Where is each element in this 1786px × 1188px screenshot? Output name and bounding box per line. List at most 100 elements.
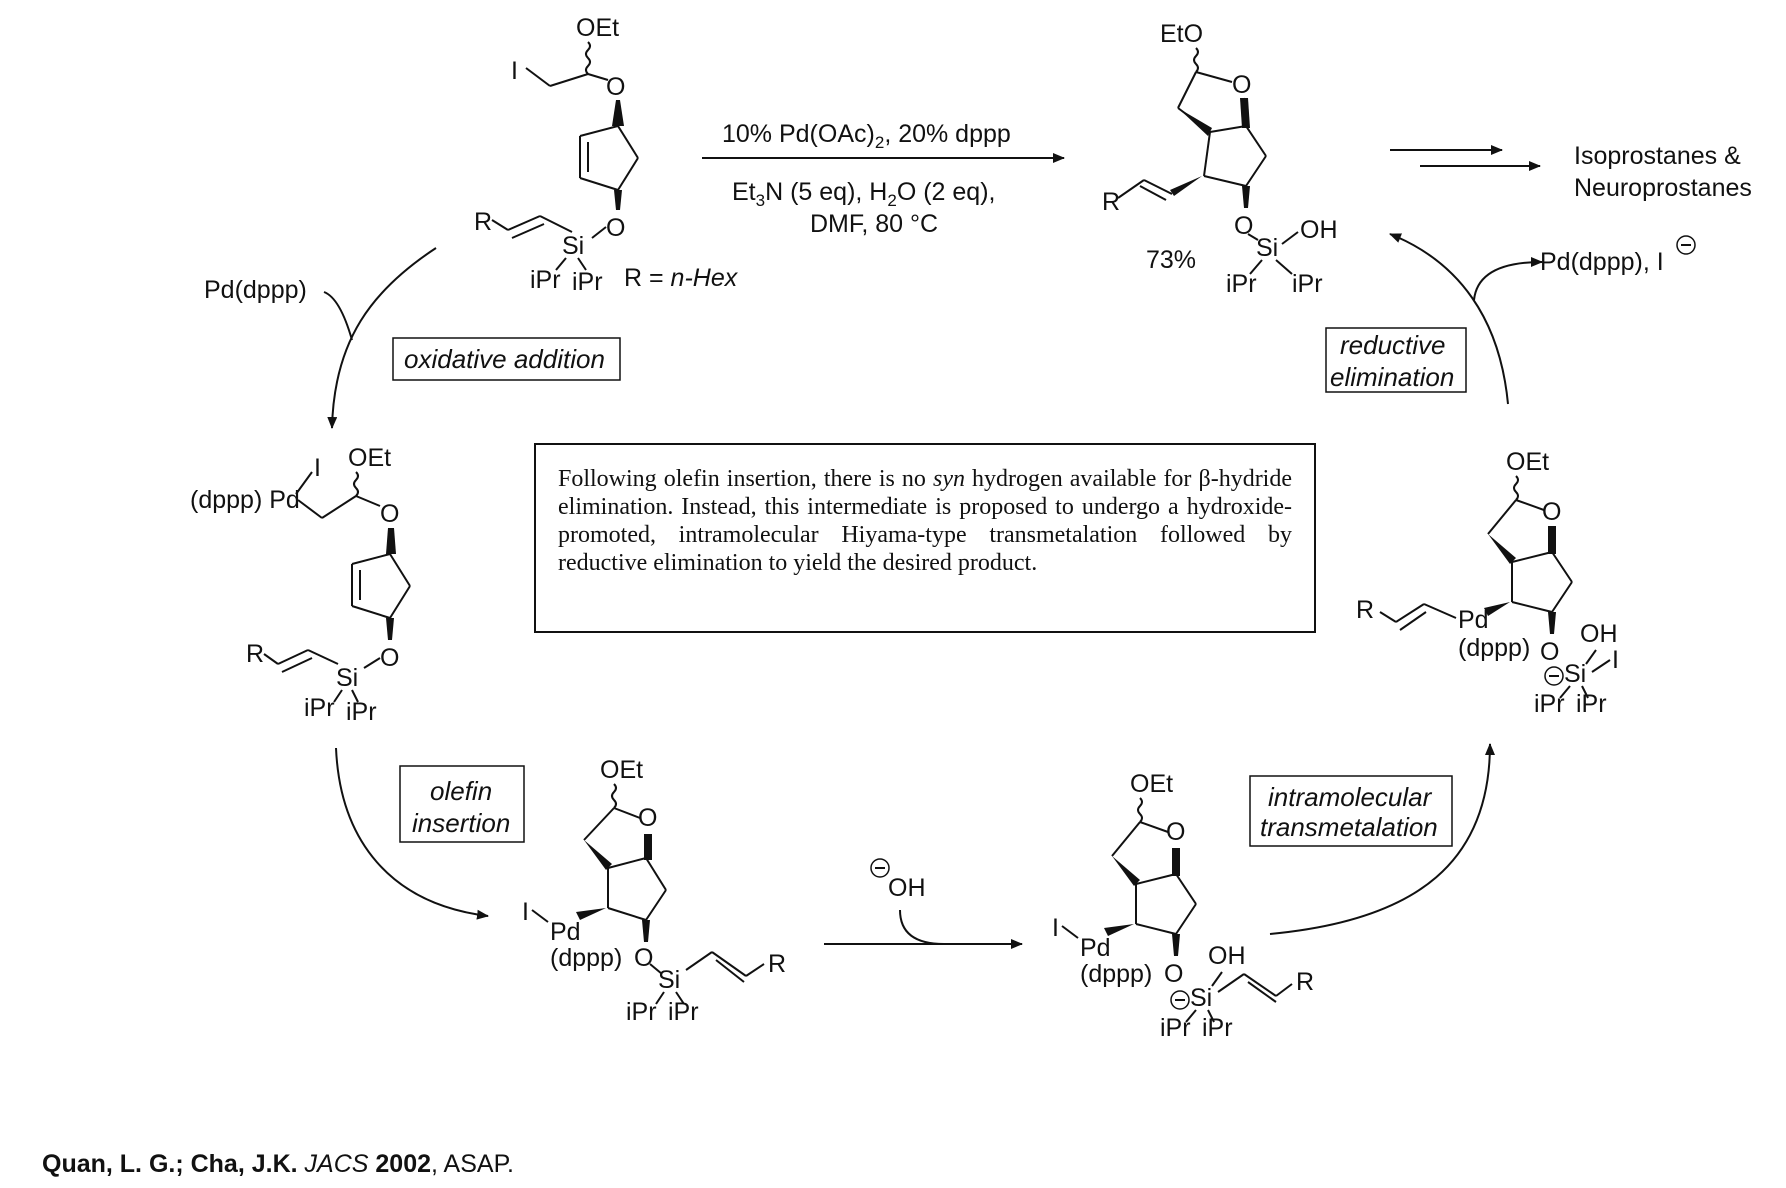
atom-oet: OEt (348, 444, 391, 472)
note-text-2: hydrogen available for β-hydride elimina… (558, 466, 1293, 576)
yield-label: 73% (1146, 246, 1196, 274)
atom-eto: EtO (1160, 20, 1203, 48)
note-text-1: Following olefin insertion, there is no (558, 466, 933, 492)
product: EtO O R O Si OH iPr iPr 73% (1102, 20, 1338, 298)
reagent-line-2a: Et (732, 178, 756, 206)
step-transmetalation: intramolecular transmetalation (1249, 775, 1453, 847)
atom-oxygen: O (1234, 212, 1253, 240)
atom-silicon: Si (1190, 984, 1212, 1012)
note-emphasis: syn (933, 466, 965, 492)
atom-ipr: iPr (346, 698, 377, 726)
atom-ipr: iPr (626, 998, 657, 1026)
atom-r-group: R (246, 640, 264, 668)
atom-iodine: I (1612, 646, 1619, 674)
intermediate-oxidative-adduct: OEt (dppp) Pd I O O Si R iPr iPr (190, 444, 411, 726)
mechanism-note: Following olefin insertion, there is no … (534, 443, 1316, 633)
atom-iodine: I (522, 898, 529, 926)
atom-silicon: Si (1256, 234, 1278, 262)
reagent-line-3: DMF, 80 °C (810, 210, 938, 238)
svg-text:reductive: reductive (1340, 330, 1446, 360)
atom-palladium: Pd (550, 918, 581, 946)
atom-ipr: iPr (1226, 270, 1257, 298)
atom-ipr: iPr (1576, 690, 1607, 718)
atom-dppp: (dppp) (1458, 634, 1530, 662)
citation-journal: JACS (304, 1150, 369, 1178)
atom-oxygen: O (634, 944, 653, 972)
atom-dppp-pd: (dppp) Pd (190, 486, 300, 514)
anion-charge-icon (1544, 666, 1564, 686)
atom-dppp: (dppp) (1080, 960, 1152, 988)
intermediate-olefin-insertion: OEt O I Pd (dppp) O Si R iPr iPr (522, 756, 786, 1026)
atom-palladium: Pd (1458, 606, 1489, 634)
atom-oxygen: O (1542, 498, 1561, 526)
cycle-arrow-transmetalation (1269, 743, 1495, 935)
citation-year: 2002 (375, 1150, 432, 1178)
step-reductive-elimination: reductive elimination (1325, 327, 1467, 393)
atom-palladium: Pd (1080, 934, 1111, 962)
atom-r-group: R (474, 208, 492, 236)
atom-hydroxyl: OH (1208, 942, 1246, 970)
atom-oet: OEt (1506, 448, 1549, 476)
atom-oxygen: O (1232, 71, 1251, 99)
atom-ipr: iPr (1534, 690, 1565, 718)
products-label-1: Isoprostanes & (1574, 142, 1741, 170)
atom-oet: OEt (600, 756, 643, 784)
intermediate-silicate: OEt O I Pd (dppp) O Si OH R iPr iPr (1052, 770, 1314, 1042)
atom-iodine: I (314, 454, 321, 482)
svg-text:olefin: olefin (430, 776, 492, 806)
atom-r-group: R (1296, 968, 1314, 996)
atom-oxygen: O (1540, 638, 1559, 666)
atom-ipr: iPr (572, 268, 603, 296)
atom-oxygen: O (638, 804, 657, 832)
r-definition-prefix: R = (624, 264, 671, 292)
svg-text:elimination: elimination (1330, 362, 1454, 392)
catalyst-out-label: Pd(dppp), I (1540, 248, 1664, 276)
svg-text:10% Pd(OAc)2, 20% dppp: 10% Pd(OAc)2, 20% dppp (722, 120, 1011, 152)
svg-text:intramolecular: intramolecular (1268, 782, 1433, 812)
citation: Quan, L. G.; Cha, J.K. JACS 2002, ASAP. (42, 1150, 514, 1179)
atom-silicon: Si (658, 966, 680, 994)
anion-charge-icon (870, 858, 890, 878)
svg-text:transmetalation: transmetalation (1260, 812, 1438, 842)
svg-text:insertion: insertion (412, 808, 510, 838)
atom-ipr: iPr (1292, 270, 1323, 298)
starting-material: OEt I O O Si R iPr iPr R = n-Hex (474, 14, 739, 296)
atom-oet: OEt (1130, 770, 1173, 798)
atom-dppp: (dppp) (550, 944, 622, 972)
anion-charge-icon (1676, 235, 1696, 255)
atom-ipr: iPr (530, 266, 561, 294)
atom-r-group: R (1102, 188, 1120, 216)
citation-rest: , ASAP. (431, 1150, 514, 1178)
cycle-arrow-reductive-elimination (1389, 233, 1509, 405)
atom-ipr: iPr (1202, 1014, 1233, 1042)
intermediate-vinyl-palladium: OEt O Pd (dppp) R O OH Si I iPr iPr (1356, 448, 1619, 718)
r-definition-value: n-Hex (671, 264, 739, 292)
atom-iodine: I (511, 57, 518, 85)
anion-charge-icon (1170, 990, 1190, 1010)
atom-r-group: R (768, 950, 786, 978)
atom-silicon: Si (1564, 660, 1586, 688)
atom-oxygen: O (1164, 960, 1183, 988)
atom-oxygen: O (380, 644, 399, 672)
step-olefin-insertion: olefin insertion (399, 765, 525, 843)
products-label-2: Neuroprostanes (1574, 174, 1752, 202)
cycle-arrow-oxidative-addition (327, 247, 437, 429)
atom-oxygen: O (606, 214, 625, 242)
atom-ipr: iPr (1160, 1014, 1191, 1042)
atom-ipr: iPr (668, 998, 699, 1026)
atom-silicon: Si (562, 232, 584, 260)
atom-hydroxyl: OH (1580, 620, 1618, 648)
reagent-subscript: 2 (875, 133, 884, 152)
hydroxide-label: OH (888, 874, 926, 902)
atom-oxygen: O (1166, 818, 1185, 846)
svg-text:R = n-Hex: R = n-Hex (624, 264, 739, 292)
atom-hydroxyl: OH (1300, 216, 1338, 244)
cycle-arrow-olefin-insertion (335, 747, 489, 920)
atom-silicon: Si (336, 664, 358, 692)
catalyst-in-label: Pd(dppp) (204, 276, 307, 304)
atom-r-group: R (1356, 596, 1374, 624)
atom-oxygen: O (380, 500, 399, 528)
catalyst-release-arrow (1473, 257, 1543, 301)
reagent-arrow-group: 10% Pd(OAc)2, 20% dppp Et3N (5 eq), H2O … (702, 120, 1065, 238)
